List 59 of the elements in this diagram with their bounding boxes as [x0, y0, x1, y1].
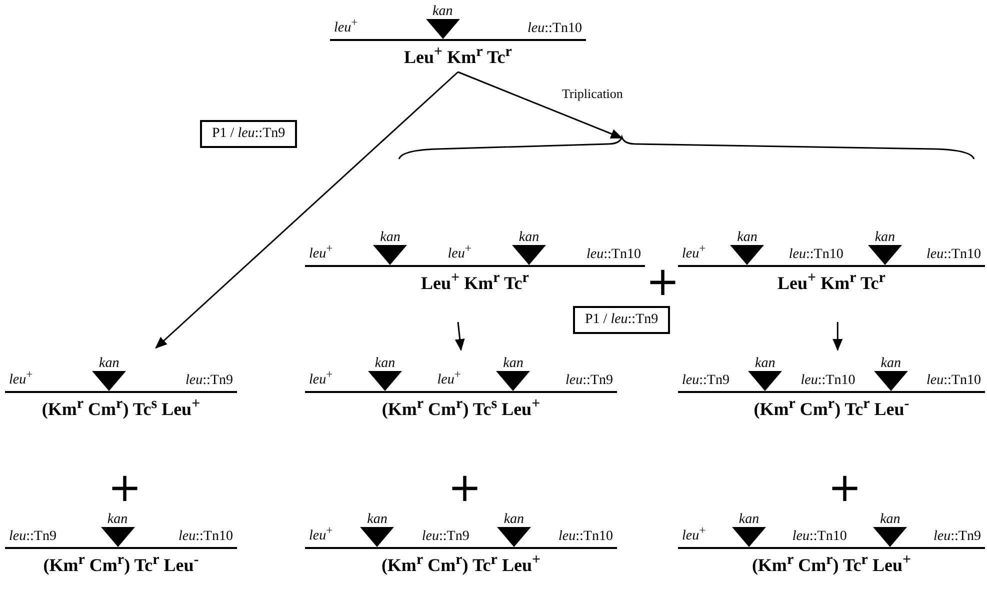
- arrow: [458, 71, 623, 139]
- locus-label: leu::Tn10: [792, 529, 847, 546]
- locus-label: leu::Tn9: [934, 529, 981, 546]
- gene-label: kan: [880, 512, 900, 527]
- gene-label: kan: [755, 356, 776, 371]
- locus-label: leu$^{+}$: [309, 241, 333, 264]
- phenotype-label: Leu$^{+}$ Km$^{r}$ Tc$^{r}$: [776, 269, 886, 294]
- locus-label: leu$^{+}$: [9, 367, 33, 390]
- locus-label: leu$^{+}$: [309, 523, 333, 546]
- phenotype-label: (Km$^{r}$ Cm$^{r}$) Tc$^{s}$ Leu$^{+}$: [380, 395, 542, 420]
- locus-label: leu$^{+}$: [334, 15, 358, 38]
- locus-label: leu::Tn10: [800, 373, 856, 390]
- arrow: [454, 322, 465, 351]
- plus-sign: +: [108, 468, 142, 508]
- phenotype-label: (Km$^{r}$ Cm$^{r}$) Tc$^{r}$ Leu$^{+}$: [750, 551, 912, 576]
- locus-label: leu::Tn10: [558, 529, 613, 546]
- gene-label: kan: [737, 230, 758, 245]
- locus-label: leu$^{+}$: [448, 241, 472, 264]
- plus-sign: +: [828, 468, 862, 508]
- gene-label: kan: [738, 512, 760, 527]
- gene-label: kan: [432, 4, 453, 19]
- arrow: [832, 322, 843, 351]
- locus-label: leu$^{+}$: [682, 523, 706, 546]
- locus-label: leu::Tn10: [926, 247, 981, 264]
- locus-label: leu::Tn10: [788, 247, 844, 264]
- locus-label: leu::Tn10: [178, 529, 233, 546]
- gene-label: kan: [503, 356, 524, 371]
- annotation-box: P1 / leu::Tn9: [573, 306, 670, 334]
- phenotype-label: Leu$^{+}$ Km$^{r}$ Tc$^{r}$: [403, 43, 513, 68]
- phenotype-label: (Km$^{r}$ Cm$^{r}$) Tc$^{r}$ Leu$^{-}$: [752, 395, 910, 420]
- plus-sign: +: [448, 468, 482, 508]
- gene-label: kan: [880, 356, 901, 371]
- gene-label: kan: [874, 230, 896, 245]
- arrow: [155, 71, 458, 349]
- locus-label: leu$^{+}$: [682, 241, 706, 264]
- locus-label: leu::Tn9: [186, 373, 233, 390]
- locus-label: leu::Tn10: [926, 373, 981, 390]
- locus-label: leu$^{+}$: [309, 367, 333, 390]
- gene-label: kan: [99, 356, 120, 371]
- annotation-box: P1 / leu::Tn9: [200, 120, 298, 148]
- gene-label: kan: [367, 512, 388, 527]
- gene-label: kan: [374, 356, 396, 371]
- locus-label: leu::Tn10: [586, 247, 641, 264]
- phenotype-label: (Km$^{r}$ Cm$^{r}$) Tc$^{s}$ Leu$^{+}$: [40, 395, 202, 420]
- edge-label: Triplication: [560, 86, 625, 102]
- locus-label: leu::Tn9: [9, 529, 56, 546]
- phenotype-label: Leu$^{+}$ Km$^{r}$ Tc$^{r}$: [420, 269, 530, 294]
- locus-label: leu::Tn9: [566, 373, 613, 390]
- phenotype-label: (Km$^{r}$ Cm$^{r}$) Tc$^{r}$ Leu$^{-}$: [42, 551, 200, 576]
- gene-label: kan: [380, 230, 400, 245]
- locus-label: leu::Tn10: [528, 21, 582, 38]
- gene-label: kan: [107, 512, 128, 527]
- locus-label: leu::Tn9: [682, 373, 730, 390]
- plus-sign: +: [646, 262, 680, 302]
- gene-label: kan: [504, 512, 524, 527]
- phenotype-label: (Km$^{r}$ Cm$^{r}$) Tc$^{r}$ Leu$^{+}$: [380, 551, 542, 576]
- gene-label: kan: [518, 230, 540, 245]
- locus-label: leu$^{+}$: [437, 367, 461, 390]
- locus-label: leu::Tn9: [422, 529, 470, 546]
